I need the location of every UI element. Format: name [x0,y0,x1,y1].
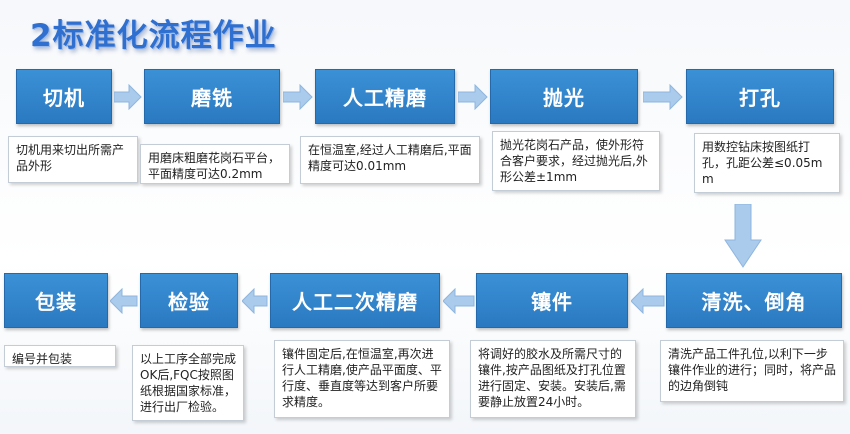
step-description-text: 以上工序全部完成OK后,FQC按照图纸根据国家标准，进行出厂检验。 [140,352,237,414]
arrow-left-icon [242,288,268,314]
step-description: 将调好的胶水及所需尺寸的镶件,按产品图纸及打孔位置进行固定、安装。安装后,需要静… [470,340,636,418]
step-cleaning-chamfering: 清洗、倒角 [666,273,842,328]
step-label: 包装 [35,290,77,314]
step-milling: 磨铣 [144,69,280,124]
step-label: 镶件 [531,290,573,314]
arrow-right-icon [458,84,488,110]
step-description-text: 抛光花岗石产品，使外形符合客户要求，经过抛光后,外形公差±1mm [500,138,648,184]
step-label: 磨铣 [191,86,233,110]
step-label: 打孔 [739,86,781,110]
step-description: 镶件固定后,在恒温室,再次进行人工精磨,使产品平面度、平行度、垂直度等达到客户所… [274,340,450,418]
step-packaging: 包装 [4,273,108,328]
step-description-text: 用磨床粗磨花岗石平台，平面精度可达0.2mm [148,151,281,181]
step-description: 抛光花岗石产品，使外形符合客户要求，经过抛光后,外形公差±1mm [492,131,660,191]
arrow-left-icon [631,288,665,314]
step-description: 切机用来切出所需产品外形 [8,136,138,183]
step-description-text: 将调好的胶水及所需尺寸的镶件,按产品图纸及打孔位置进行固定、安装。安装后,需要静… [478,347,626,409]
arrow-right-icon [283,84,313,110]
step-description: 清洗产品工件孔位,以利下一步镶件作业的进行；同时，将产品的边角倒钝 [660,340,844,402]
step-inspection: 检验 [140,273,238,328]
step-description: 用磨床粗磨花岗石平台，平面精度可达0.2mm [140,144,290,184]
arrow-right-icon [114,84,142,110]
arrow-left-icon [443,288,475,314]
step-description-text: 清洗产品工件孔位,以利下一步镶件作业的进行；同时，将产品的边角倒钝 [668,347,837,393]
page-title: 2标准化流程作业 [30,18,277,54]
step-description-text: 切机用来切出所需产品外形 [16,143,125,173]
step-second-manual-grinding: 人工二次精磨 [270,273,440,328]
step-drilling: 打孔 [686,69,834,124]
step-polishing: 抛光 [490,69,638,124]
step-manual-grinding: 人工精磨 [315,69,455,124]
step-description-text: 镶件固定后,在恒温室,再次进行人工精磨,使产品平面度、平行度、垂直度等达到客户所… [282,347,442,409]
step-description: 在恒温室,经过人工精磨后,平面精度可达0.01mm [300,136,480,184]
arrow-left-icon [110,288,138,314]
step-label: 人工精磨 [343,86,427,110]
step-description: 用数控钻床按图纸打孔，孔距公差≤0.05mm [694,133,840,193]
step-label: 检验 [168,290,210,314]
arrow-right-icon [643,84,683,110]
step-label: 人工二次精磨 [292,290,418,314]
arrow-down-icon [724,204,762,268]
step-description-text: 在恒温室,经过人工精磨后,平面精度可达0.01mm [308,143,472,173]
step-description: 以上工序全部完成OK后,FQC按照图纸根据国家标准，进行出厂检验。 [132,345,244,421]
step-label: 切机 [43,86,85,110]
step-insert-mounting: 镶件 [476,273,628,328]
step-cutting: 切机 [16,69,112,124]
step-description-text: 用数控钻床按图纸打孔，孔距公差≤0.05mm [702,140,823,186]
step-label: 抛光 [543,86,585,110]
step-description-text: 编号并包装 [12,352,73,366]
step-description: 编号并包装 [4,345,116,367]
step-label: 清洗、倒角 [701,290,807,314]
